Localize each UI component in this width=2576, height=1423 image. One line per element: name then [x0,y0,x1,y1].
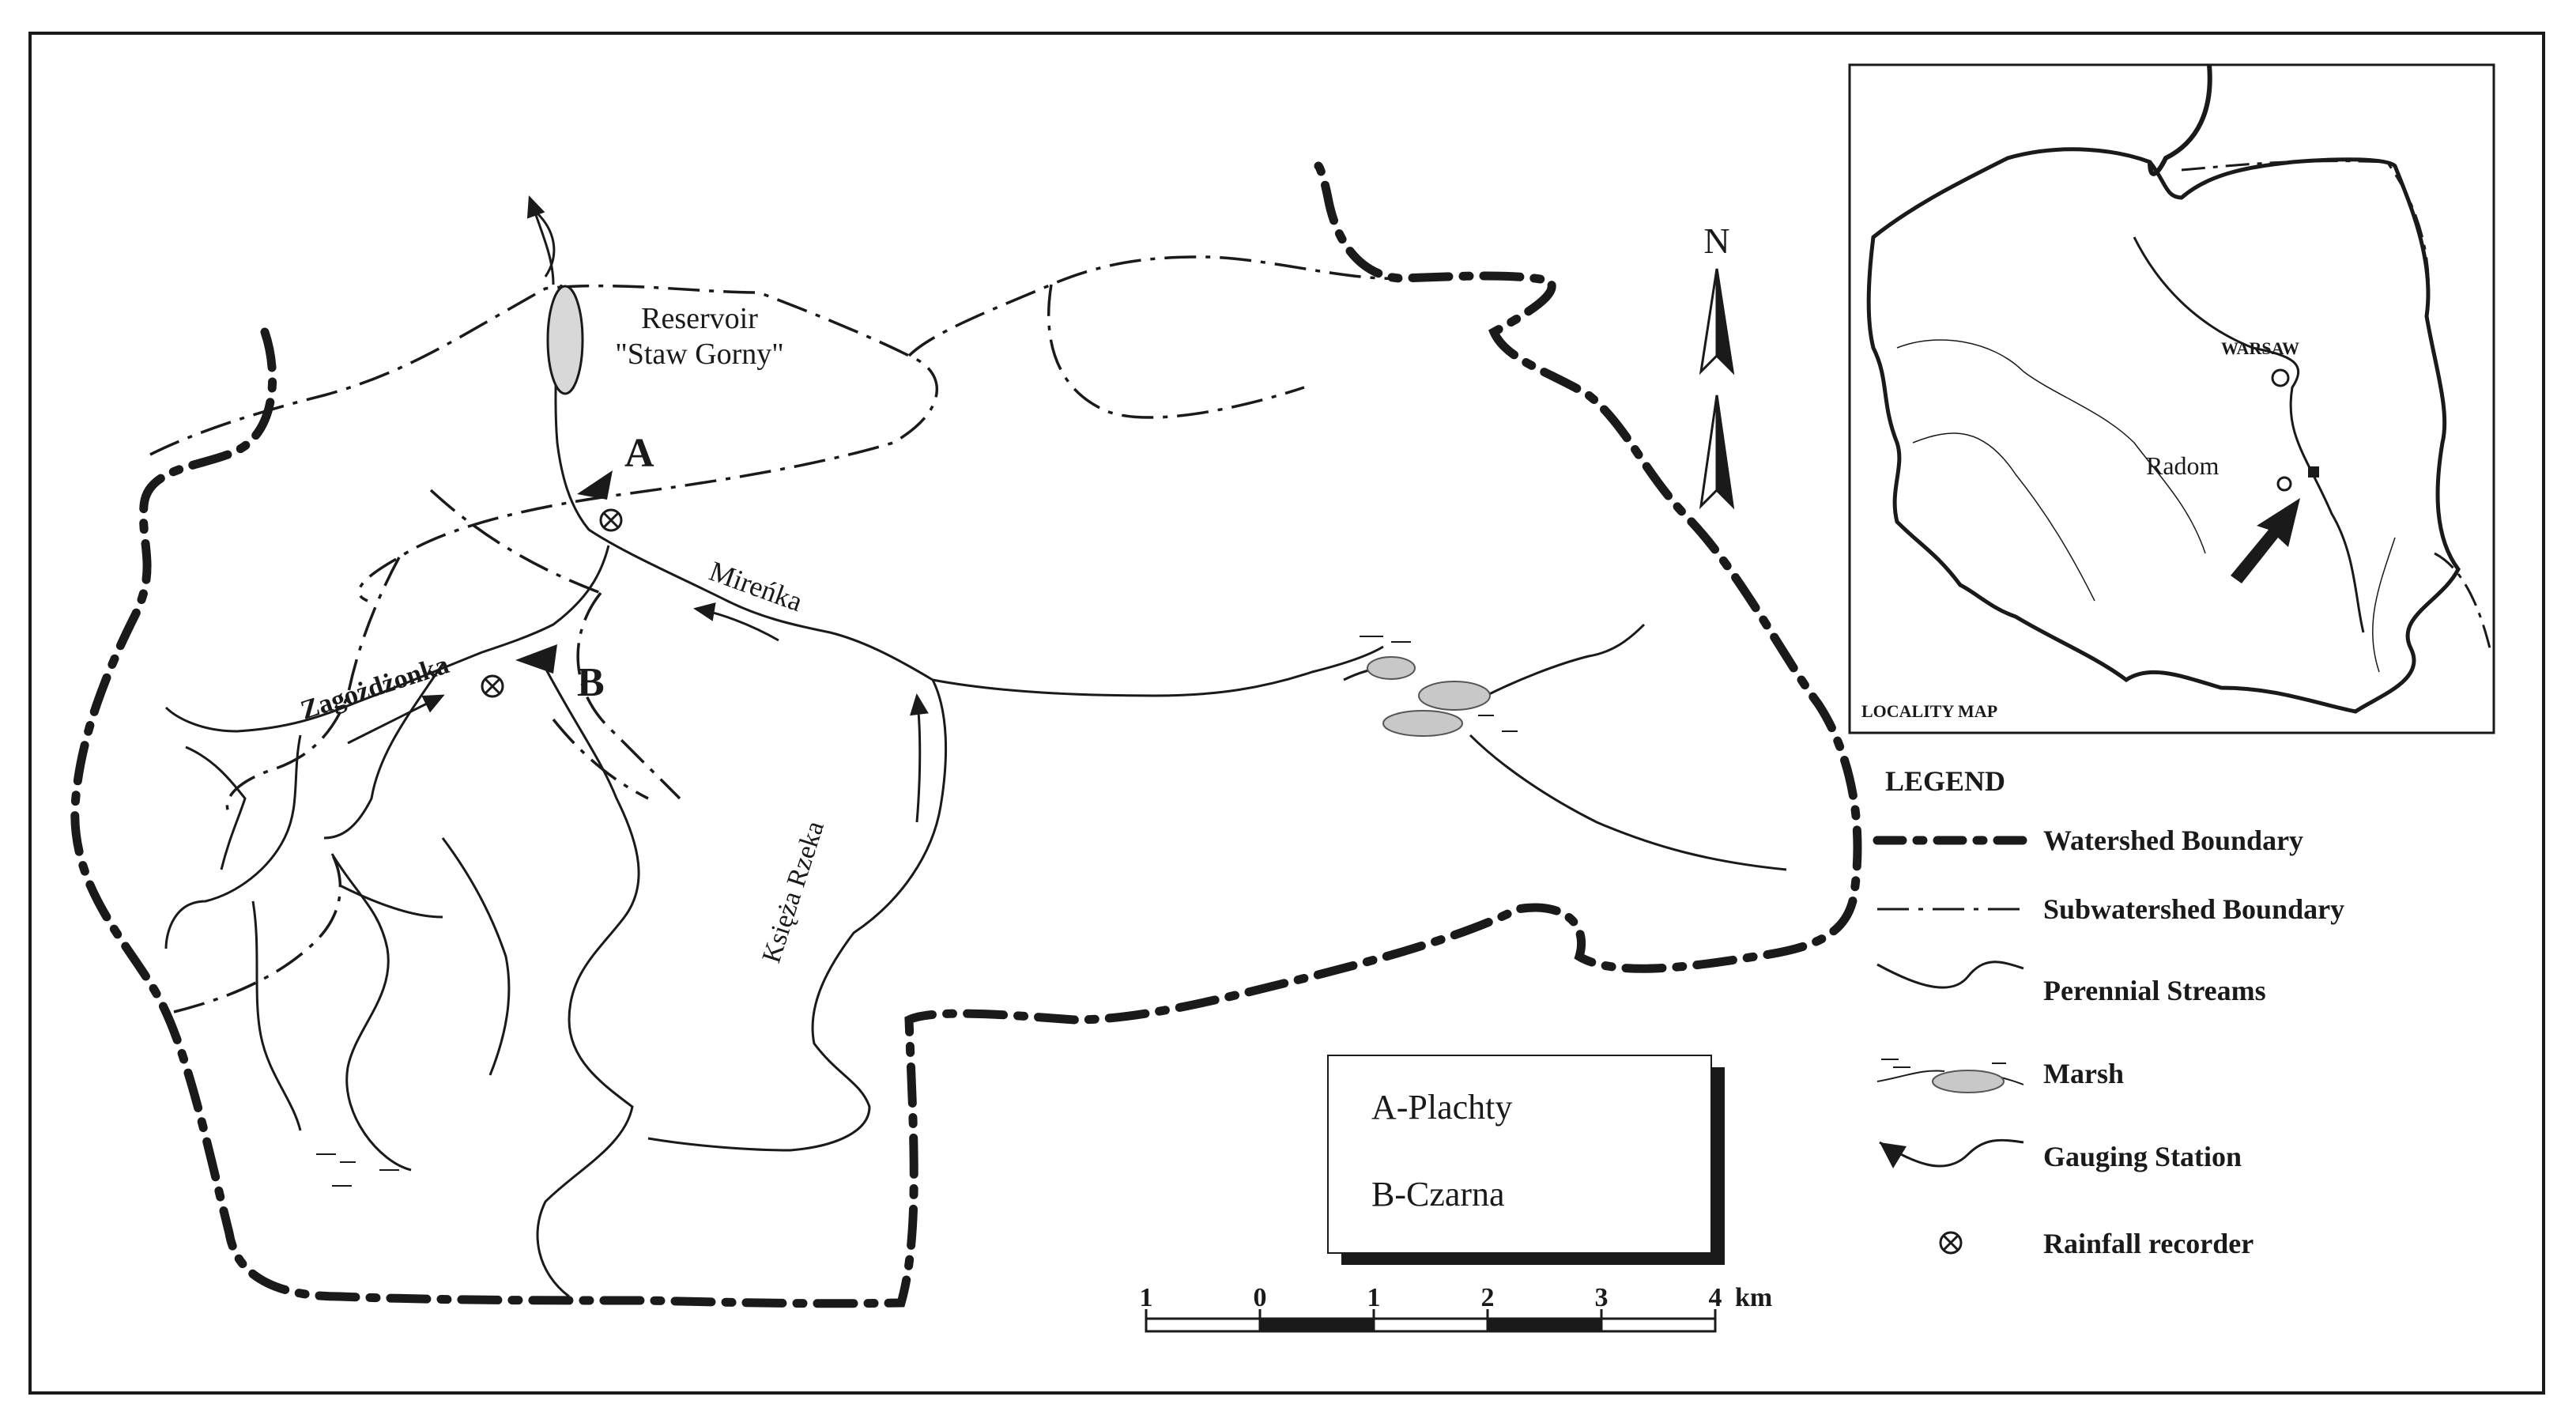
marsh-symbol [1418,681,1491,711]
border-south [2434,552,2491,649]
north-label: N [1703,221,1729,261]
rainfall-recorder-a [599,508,623,532]
flow-arrows [347,195,929,823]
station-key-a: A-Plachty [1371,1088,1512,1127]
scale-tick: 1 [1367,1283,1381,1312]
scale-tick: 0 [1254,1283,1267,1312]
station-key-b: B-Czarna [1371,1175,1505,1214]
map-frame [28,32,2545,1395]
warsaw-label: WARSAW [2221,338,2299,358]
legend-item-label: Perennial Streams [2043,975,2266,1006]
legend-item-label: Watershed Boundary [2043,825,2303,856]
scale-tick: 2 [1481,1283,1495,1312]
reservoir-label-2: "Staw Gorny" [615,338,784,371]
station-b-label: B [577,660,605,705]
reservoir-label-1: Reservoir [641,302,758,335]
border-east [2181,160,2446,444]
watershed-boundary [70,161,1862,1308]
poland-outline [1866,147,2461,714]
radom-marker [2276,476,2292,492]
station-key-box: A-Plachty B-Czarna [1327,1055,1725,1265]
stream-mirenka-label: Mireńka [705,555,806,617]
marsh-symbol [1876,1059,2024,1093]
marsh-symbol [1367,656,1416,680]
gauging-station-b [515,644,557,674]
stream-zagozdzonka-label: Zagożdżonka [297,650,453,725]
legend-title: LEGEND [1885,765,2005,797]
marsh-area [316,636,1518,1187]
locality-map-title: LOCALITY MAP [1861,701,1997,721]
legend-item-label: Gauging Station [2043,1141,2242,1172]
locality-map-inset: WARSAW Radom LOCALITY MAP [1848,63,2495,734]
locality-map-frame [1848,63,2495,734]
radom-label: Radom [2146,451,2220,480]
river-warta [1896,339,2206,554]
scale-tick: 1 [1140,1283,1153,1312]
legend-item-label: Subwatershed Boundary [2043,893,2344,925]
river-vistula [2133,236,2365,633]
river-oder [1912,432,2095,602]
legend: LEGEND Watershed Boundary Subwatershed B… [1873,765,2344,1259]
warsaw-marker [2271,368,2290,387]
scale-tick: 3 [1595,1283,1609,1312]
scale-unit: km [1735,1283,1772,1312]
legend-item-label: Marsh [2043,1058,2124,1089]
gauging-station-a [577,470,613,500]
river-bug [2371,537,2396,673]
study-area-marker [2308,466,2319,477]
location-arrow [2231,498,2300,583]
rainfall-recorder-symbol [1939,1231,1963,1255]
border-baltic [2148,64,2212,176]
gauging-station-symbol [1879,1138,2024,1168]
stream-line [1876,961,2024,989]
station-a-label: A [624,431,654,476]
rainfall-recorder-b [481,674,504,698]
perennial-streams [164,212,1787,1298]
legend-item-label: Rainfall recorder [2043,1228,2254,1259]
scale-tick: 4 [1709,1283,1722,1312]
marsh-symbol [1382,710,1463,737]
north-arrow: N [1699,221,1735,510]
reservoir-staw-gorny [546,285,584,395]
scale-bar: 1 0 1 2 3 4 km [1140,1283,1772,1333]
stream-ksieza-label: Księża Rzeka [756,817,830,966]
